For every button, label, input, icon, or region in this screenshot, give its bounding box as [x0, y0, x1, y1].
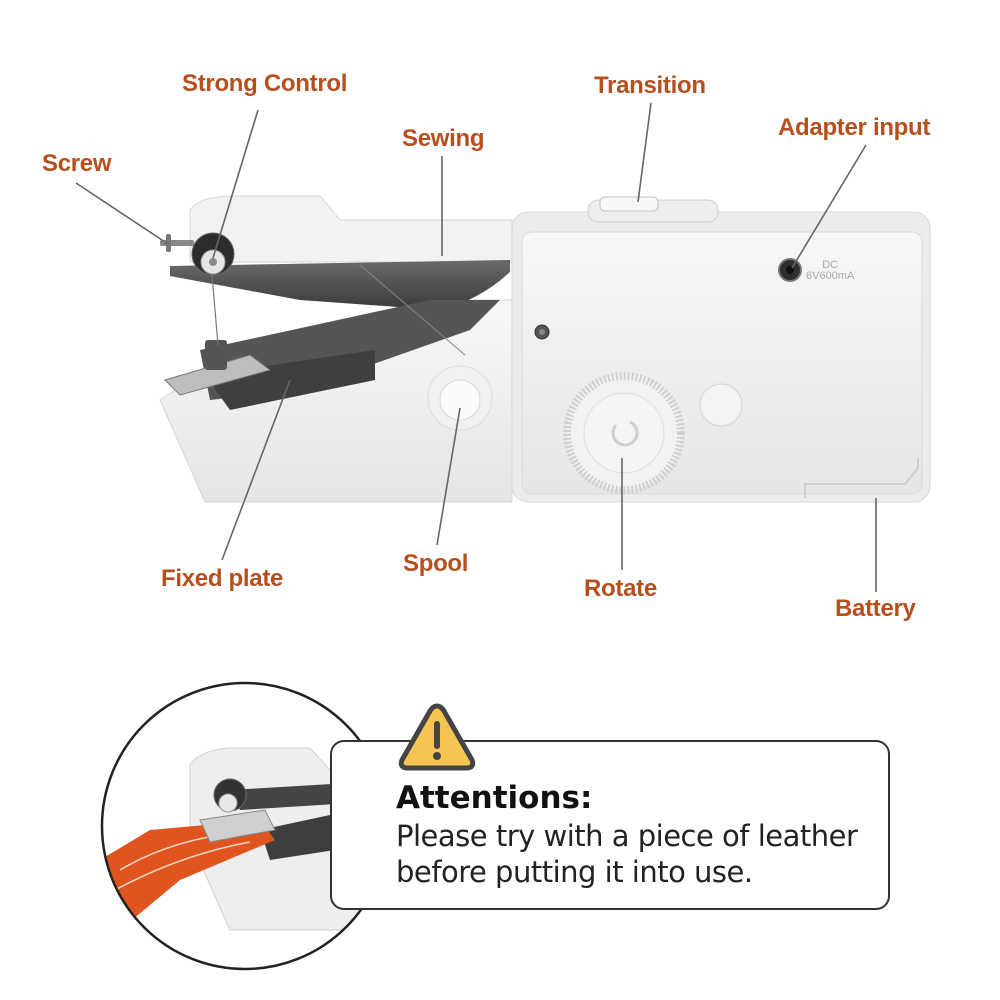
dc-rating-label: DC 6V600mA — [806, 259, 855, 282]
label-adapter-input: Adapter input — [778, 114, 931, 141]
label-spool: Spool — [403, 550, 469, 577]
attention-message: Please try with a piece of leather befor… — [396, 818, 858, 890]
label-sewing: Sewing — [402, 125, 485, 152]
label-rotate: Rotate — [584, 575, 657, 602]
attention-title: Attentions: — [396, 780, 593, 816]
warning-triangle-icon — [398, 703, 476, 771]
label-battery: Battery — [835, 595, 916, 622]
attention-line-2: before putting it into use. — [396, 855, 753, 889]
label-strong-control: Strong Control — [182, 70, 348, 97]
label-fixed-plate: Fixed plate — [161, 565, 284, 592]
machine-arm — [159, 195, 513, 503]
attention-line-1: Please try with a piece of leather — [396, 819, 858, 853]
label-transition: Transition — [594, 72, 706, 99]
leader-lines — [75, 102, 877, 592]
machine-body — [511, 196, 931, 503]
label-screw: Screw — [42, 150, 112, 177]
